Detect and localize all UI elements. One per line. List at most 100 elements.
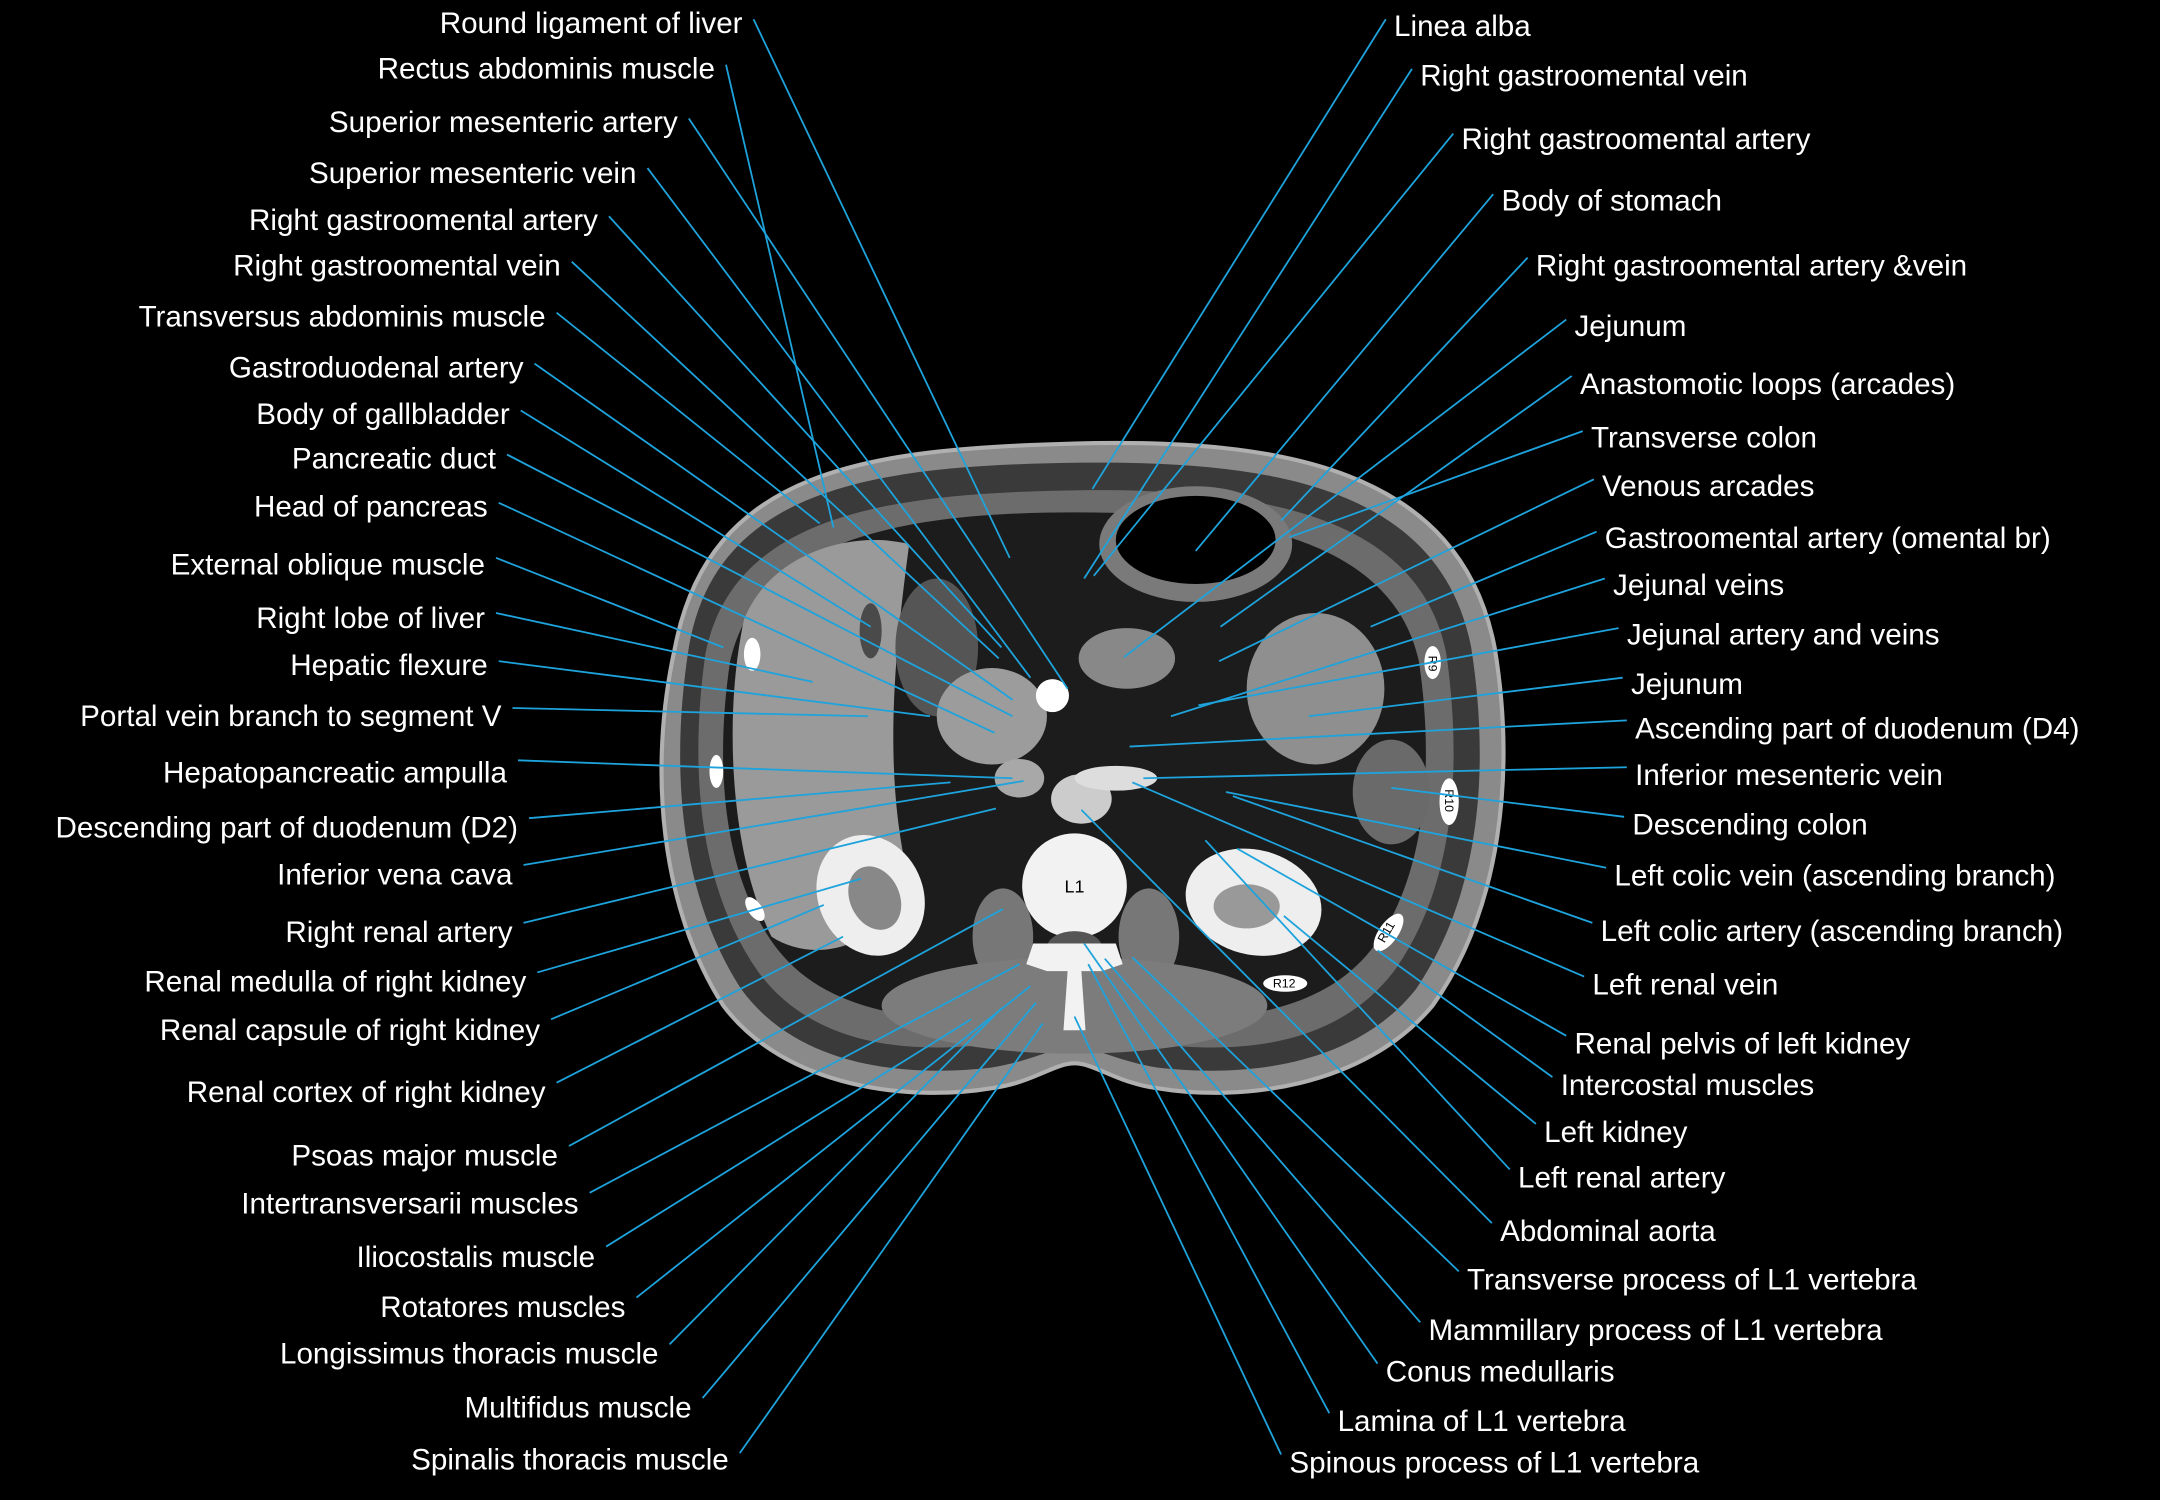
leader-line-intertransversarii-muscles bbox=[589, 963, 1020, 1194]
gallbladder bbox=[859, 603, 882, 659]
label-body-of-gallbladder: Body of gallbladder bbox=[256, 398, 510, 431]
leader-line-iliocostalis-muscle bbox=[605, 1018, 972, 1248]
leader-line-inferior-mesenteric-vein bbox=[1143, 766, 1627, 780]
label-rotatores-muscles: Rotatores muscles bbox=[380, 1291, 625, 1324]
leader-line-hepatopancreatic-ampulla bbox=[517, 759, 1013, 780]
rib-r12 bbox=[1263, 975, 1308, 992]
label-right-gastroomental-artery: Right gastroomental artery bbox=[249, 204, 598, 237]
leader-line-jejunum bbox=[1308, 676, 1623, 718]
label-mammillary-process-of-l1-vertebra: Mammillary process of L1 vertebra bbox=[1428, 1314, 1883, 1347]
label-jejunum: Jejunum bbox=[1574, 310, 1686, 343]
label-pancreatic-duct: Pancreatic duct bbox=[292, 442, 497, 475]
label-jejunum: Jejunum bbox=[1631, 668, 1743, 701]
label-renal-pelvis-of-left-kidney: Renal pelvis of left kidney bbox=[1574, 1028, 1910, 1061]
label-renal-medulla-of-right-kidney: Renal medulla of right kidney bbox=[144, 966, 526, 999]
label-round-ligament-of-liver: Round ligament of liver bbox=[440, 7, 743, 40]
leader-line-multifidus-muscle bbox=[701, 1002, 1037, 1399]
leader-line-external-oblique-muscle bbox=[495, 557, 724, 649]
leader-lines bbox=[495, 18, 1627, 1455]
leader-line-right-gastroomental-artery-vein bbox=[1280, 256, 1529, 522]
leader-line-spinous-process-of-l1-vertebra bbox=[1073, 1016, 1282, 1455]
leader-line-superior-mesenteric-vein bbox=[646, 167, 1032, 679]
leader-line-conus-medullaris bbox=[1083, 943, 1379, 1365]
label-descending-colon: Descending colon bbox=[1632, 809, 1867, 842]
leader-line-lamina-of-l1-vertebra bbox=[1087, 963, 1331, 1414]
label-right-renal-artery: Right renal artery bbox=[285, 916, 512, 949]
label-superior-mesenteric-vein: Superior mesenteric vein bbox=[309, 157, 637, 190]
label-gastroduodenal-artery: Gastroduodenal artery bbox=[229, 351, 524, 384]
label-spinalis-thoracis-muscle: Spinalis thoracis muscle bbox=[411, 1444, 729, 1477]
leader-line-inferior-vena-cava bbox=[523, 780, 1024, 866]
label-jejunal-artery-and-veins: Jejunal artery and veins bbox=[1627, 619, 1940, 652]
leader-line-ascending-part-of-duodenum-d4 bbox=[1129, 719, 1627, 748]
leader-line-right-lobe-of-liver bbox=[495, 612, 813, 683]
label-superior-mesenteric-artery: Superior mesenteric artery bbox=[329, 106, 678, 139]
label-multifidus-muscle: Multifidus muscle bbox=[464, 1391, 691, 1424]
leader-line-renal-medulla-of-right-kidney bbox=[537, 877, 862, 974]
leader-line-right-renal-artery bbox=[523, 807, 997, 924]
leader-line-abdominal-aorta bbox=[1080, 809, 1493, 1224]
leader-line-right-gastroomental-vein bbox=[1083, 68, 1413, 579]
label-right-lobe-of-liver: Right lobe of liver bbox=[256, 602, 485, 635]
label-descending-part-of-duodenum-d2: Descending part of duodenum (D2) bbox=[56, 811, 519, 844]
leader-line-jejunal-artery-and-veins bbox=[1198, 627, 1619, 707]
pancreas-head bbox=[936, 668, 1047, 765]
leader-line-jejunum bbox=[1123, 318, 1567, 658]
leader-line-left-colic-vein-ascending-branch bbox=[1225, 791, 1607, 869]
rib-r11 bbox=[1373, 913, 1404, 952]
left-kidney-medulla bbox=[1213, 884, 1280, 929]
label-head-of-pancreas: Head of pancreas bbox=[254, 491, 488, 524]
label-renal-cortex-of-right-kidney: Renal cortex of right kidney bbox=[187, 1076, 546, 1109]
label-jejunal-veins: Jejunal veins bbox=[1613, 569, 1784, 602]
jejunum bbox=[1246, 612, 1385, 765]
leader-line-anastomotic-loops-arcades bbox=[1219, 375, 1573, 628]
ct-scan-image: L1 R9 R10 R11 R12 bbox=[659, 440, 1506, 1095]
leader-line-mammillary-process-of-l1-vertebra bbox=[1104, 958, 1421, 1323]
leader-line-renal-capsule-of-right-kidney bbox=[550, 904, 825, 1021]
label-ascending-part-of-duodenum-d4: Ascending part of duodenum (D4) bbox=[1635, 712, 2079, 745]
jejunum-2 bbox=[1078, 628, 1176, 689]
label-intercostal-muscles: Intercostal muscles bbox=[1561, 1069, 1814, 1102]
label-abdominal-aorta: Abdominal aorta bbox=[1500, 1215, 1716, 1248]
label-hepatopancreatic-ampulla: Hepatopancreatic ampulla bbox=[163, 756, 508, 789]
label-intertransversarii-muscles: Intertransversarii muscles bbox=[241, 1187, 578, 1220]
leader-line-hepatic-flexure bbox=[498, 660, 930, 718]
leader-line-psoas-major-muscle bbox=[568, 908, 1004, 1147]
label-right-gastroomental-vein: Right gastroomental vein bbox=[1420, 59, 1748, 92]
rib-label-r12: R12 bbox=[1273, 977, 1296, 991]
label-longissimus-thoracis-muscle: Longissimus thoracis muscle bbox=[280, 1338, 659, 1371]
label-venous-arcades: Venous arcades bbox=[1602, 470, 1814, 503]
label-conus-medullaris: Conus medullaris bbox=[1386, 1356, 1615, 1389]
label-anastomotic-loops-arcades: Anastomotic loops (arcades) bbox=[1580, 368, 1955, 401]
label-left-renal-artery: Left renal artery bbox=[1518, 1161, 1726, 1194]
label-hepatic-flexure: Hepatic flexure bbox=[290, 649, 488, 682]
rib-label-r10: R10 bbox=[1442, 789, 1456, 812]
label-body-of-stomach: Body of stomach bbox=[1501, 185, 1722, 218]
rib-r10 bbox=[1439, 778, 1459, 826]
label-renal-capsule-of-right-kidney: Renal capsule of right kidney bbox=[160, 1014, 540, 1047]
label-iliocostalis-muscle: Iliocostalis muscle bbox=[357, 1241, 596, 1274]
leader-line-left-colic-artery-ascending-branch bbox=[1232, 795, 1593, 924]
leader-line-body-of-gallbladder bbox=[520, 409, 872, 628]
leader-line-transverse-process-of-l1-vertebra bbox=[1131, 956, 1460, 1272]
label-right-gastroomental-vein: Right gastroomental vein bbox=[233, 249, 561, 282]
leader-line-venous-arcades bbox=[1218, 478, 1595, 662]
label-transverse-process-of-l1-vertebra: Transverse process of L1 vertebra bbox=[1467, 1263, 1917, 1296]
leader-line-superior-mesenteric-artery bbox=[688, 117, 1069, 690]
leader-line-descending-colon bbox=[1391, 786, 1625, 818]
label-inferior-vena-cava: Inferior vena cava bbox=[277, 858, 513, 891]
leader-line-rectus-abdominis-muscle bbox=[725, 64, 835, 528]
leader-line-longissimus-thoracis-muscle bbox=[668, 1007, 1003, 1345]
rib-label-r9: R9 bbox=[1425, 656, 1439, 672]
rib-left-2 bbox=[709, 754, 724, 788]
leader-line-round-ligament-of-liver bbox=[752, 18, 1011, 559]
label-rectus-abdominis-muscle: Rectus abdominis muscle bbox=[378, 53, 715, 86]
leader-line-right-gastroomental-vein bbox=[571, 261, 1000, 660]
label-lamina-of-l1-vertebra: Lamina of L1 vertebra bbox=[1338, 1405, 1627, 1438]
label-left-kidney: Left kidney bbox=[1544, 1116, 1687, 1149]
stomach-gas bbox=[1115, 495, 1276, 585]
leader-line-gastroduodenal-artery bbox=[534, 362, 1014, 701]
label-transversus-abdominis-muscle: Transversus abdominis muscle bbox=[139, 300, 546, 333]
